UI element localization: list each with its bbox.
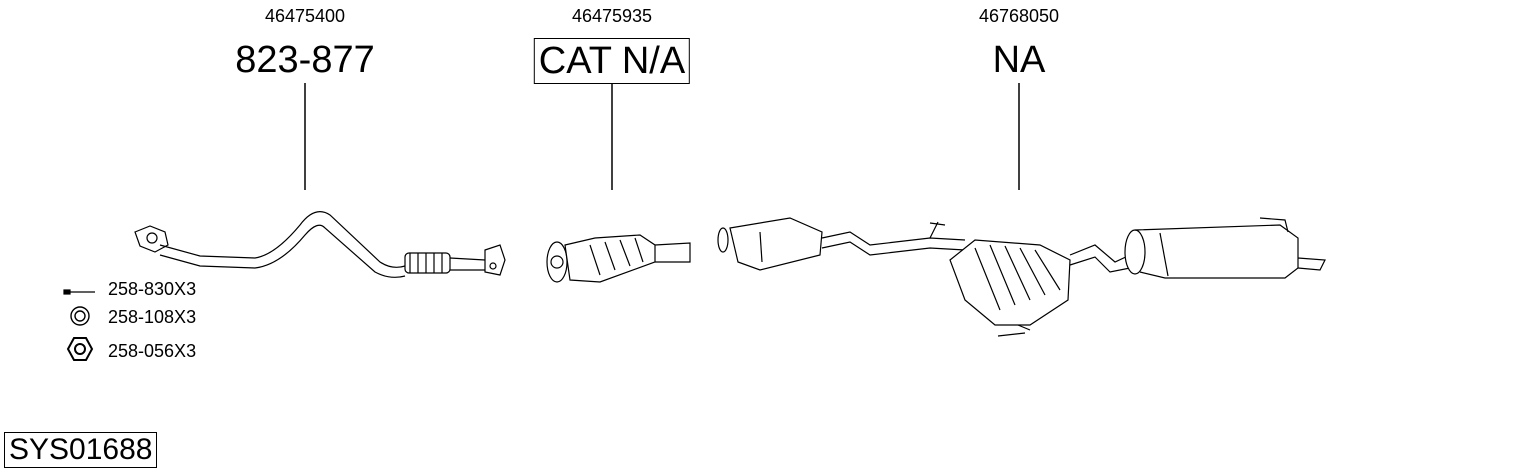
front-pipe-drawing	[134, 211, 506, 278]
hardware-code-bolt[interactable]: 258-830X3	[108, 279, 197, 299]
system-code: SYS01688	[4, 432, 158, 468]
hardware-code-gasket[interactable]: 258-108X3	[108, 307, 197, 327]
hex-nut-icon	[66, 337, 94, 361]
gasket-ring-icon	[70, 306, 90, 326]
rear-section-drawing	[717, 217, 1326, 337]
oem-number-3: 46768050	[978, 6, 1060, 26]
part-number-2[interactable]: CAT N/A	[533, 38, 691, 84]
part-number-3[interactable]: NA	[992, 39, 1046, 81]
hardware-code-nut[interactable]: 258-056X3	[108, 341, 197, 361]
part-number-1[interactable]: 823-877	[235, 39, 375, 81]
catalytic-converter-drawing	[546, 234, 691, 283]
oem-number-2: 46475935	[571, 6, 653, 26]
oem-number-1: 46475400	[264, 6, 346, 26]
bolt-icon	[63, 289, 95, 295]
